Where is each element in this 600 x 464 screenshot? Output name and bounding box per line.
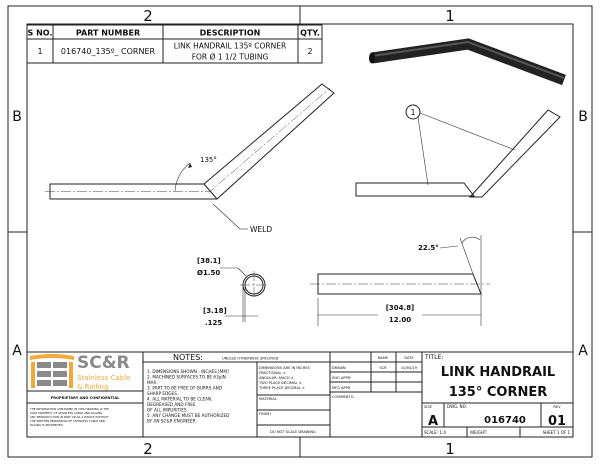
cut-piece-view: 22.5° [304.8] 12.00 [310,235,490,326]
svg-text:COMMENTS:: COMMENTS: [332,395,354,399]
zone-right-b: B [578,109,588,125]
zone-right-a: A [578,343,588,359]
length-mm: [304.8] [386,304,415,312]
svg-text:THE INFORMATION CONTAINED IN T: THE INFORMATION CONTAINED IN THIS DRAWIN… [29,407,109,411]
dimension-tolerances: DIMENSIONS ARE IN INCHES FRACTIONAL ± AN… [258,366,316,434]
exploded-view: 1 [355,104,561,198]
wall-in: .125 [205,319,222,327]
size-label: SIZE [424,405,433,409]
size-value: A [428,414,438,429]
svg-text:DRAWN: DRAWN [332,366,346,370]
bom-part: 016740_135º_ CORNER [61,47,156,56]
isometric-handrail-view [369,38,566,86]
section-view: [38.1] Ø1.50 [3.18] .125 [197,257,268,327]
weight-label: WEIGHT: [470,430,487,435]
svg-text:NAME: NAME [378,356,389,360]
zone-bottom-2: 2 [143,440,153,458]
drawing-title-2: 135° CORNER [449,385,548,400]
svg-text:SCR: SCR [379,366,387,370]
logo-name: SC&R [77,353,130,373]
logo-line-2: & Railing [77,383,108,391]
svg-text:THE WRITTEN PERMISSION OF STAI: THE WRITTEN PERMISSION OF STAINLESS CABL… [29,419,105,423]
title-label: TITLE: [424,354,443,361]
svg-text:OF ALL IMPURITIES.: OF ALL IMPURITIES. [147,408,188,413]
front-view: 135° WELD [45,83,335,234]
zone-top-2: 2 [143,7,153,25]
wall-mm: [3.18] [203,307,227,315]
company-logo: SC&R Stainless Cable & Railing [30,353,131,391]
svg-text:2. MACHINED SURFACES TO BE 63μ: 2. MACHINED SURFACES TO BE 63μIN [147,375,226,380]
zone-top-1: 1 [445,7,455,25]
no-scale-label: DO NOT SCALE DRAWING [270,430,316,434]
balloon-1: 1 [410,108,415,117]
svg-text:BY AN SC&R ENGINEER.: BY AN SC&R ENGINEER. [147,419,197,424]
zone-left-b: B [12,109,22,125]
svg-text:5. ANY CHANGE MUST BE AUTHORIZ: 5. ANY CHANGE MUST BE AUTHORIZED [147,413,229,418]
approvals: NAME DATE DRAWN SCR 10/04/19 ENG APPR. M… [332,356,418,399]
proprietary-label: PROPRIETARY AND CONFIDENTIAL [51,396,121,400]
svg-text:SHARP EDGES.: SHARP EDGES. [147,391,178,396]
bom-sno: 1 [37,47,42,56]
svg-text:10/04/19: 10/04/19 [401,366,418,370]
diameter-mm: [38.1] [197,257,221,265]
confidential-text: THE INFORMATION CONTAINED IN THIS DRAWIN… [29,407,109,427]
svg-text:4. ALL MATERIAL TO BE CLEAN,: 4. ALL MATERIAL TO BE CLEAN, [147,397,212,402]
svg-text:MAX.: MAX. [147,380,158,385]
material-label: MATERIAL [259,397,277,401]
zone-ticks [8,6,592,457]
bom-qty: 2 [307,47,312,56]
cut-angle: 22.5° [418,244,439,252]
length-in: 12.00 [389,316,411,324]
zone-bottom-1: 1 [445,440,455,458]
notes-subtitle: UNLESS OTHERWISE SPECIFIED [222,357,279,361]
zone-left-a: A [12,343,22,359]
finish-label: FINISH [259,412,271,416]
bom-desc-2: FOR Ø 1 1/2 TUBING [192,53,269,62]
title-block [26,351,574,438]
svg-text:RAILING IS PROHIBITED.: RAILING IS PROHIBITED. [30,423,64,427]
notes-list: 1. DIMENSIONS SHOWN - INCHES [MM] 2. MAC… [147,369,229,424]
svg-text:THREE PLACE DECIMAL ±: THREE PLACE DECIMAL ± [258,386,305,390]
svg-text:ENG APPR.: ENG APPR. [332,376,351,380]
bom-header-desc: DESCRIPTION [200,29,261,38]
svg-text:TWO PLACE DECIMAL ±: TWO PLACE DECIMAL ± [258,381,302,385]
svg-text:DATE: DATE [404,356,414,360]
svg-text:ANGULAR: MACH ±: ANGULAR: MACH ± [259,376,294,380]
diameter-in: Ø1.50 [197,269,220,277]
scale-label: SCALE: 1:4 [424,430,446,435]
drawing-title-1: LINK HANDRAIL [441,365,555,380]
svg-text:DEGREASED AND FREE: DEGREASED AND FREE [147,402,196,407]
svg-text:SOLE PROPERTY OF STAINLESS CAB: SOLE PROPERTY OF STAINLESS CABLE AND RAI… [30,411,103,415]
bom-header-qty: QTY. [300,29,320,38]
bom-table: S NO. PART NUMBER DESCRIPTION QTY. 1 016… [26,24,323,64]
sheet-label: SHEET 1 OF 1 [543,430,571,435]
svg-text:1. DIMENSIONS SHOWN - INCHES [: 1. DIMENSIONS SHOWN - INCHES [MM] [147,369,229,374]
rev-label: REV [553,405,561,409]
bom-header-part: PART NUMBER [76,29,140,38]
dwg-number: 016740 [484,415,526,426]
bom-desc-1: LINK HANDRAIL 135º CORNER [174,42,286,51]
logo-line-1: Stainless Cable [77,374,131,382]
bom-header-sno: S NO. [28,29,53,38]
dwg-label: DWG. NO. [447,404,467,409]
notes-title: NOTES: [173,353,203,362]
angle-label: 135° [200,156,217,164]
rev-value: 01 [548,414,566,429]
svg-text:DIMENSIONS ARE IN INCHES: DIMENSIONS ARE IN INCHES [259,366,311,370]
weld-label: WELD [250,225,272,234]
svg-text:3. PART TO BE FREE OF BURRS AN: 3. PART TO BE FREE OF BURRS AND [147,386,222,391]
svg-text:FRACTIONAL ±: FRACTIONAL ± [259,371,286,375]
svg-text:ANY REPRODUCTION IN PART OR AS: ANY REPRODUCTION IN PART OR AS A WHOLE W… [30,415,109,419]
svg-text:MFG APPR.: MFG APPR. [332,386,351,390]
